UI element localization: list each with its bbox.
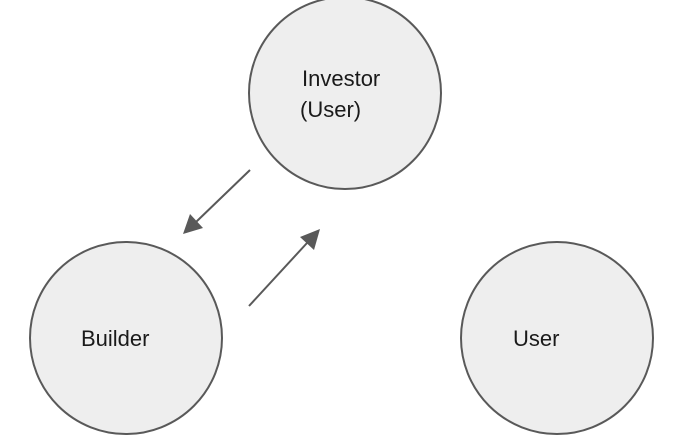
node-investor-label-line1: Investor (302, 66, 380, 91)
node-builder-label: Builder (81, 326, 149, 351)
node-builder-circle (29, 241, 223, 435)
arrow-investor-to-builder (183, 169, 251, 234)
node-user: User (460, 241, 654, 435)
arrow-investor-to-builder-shaft (195, 169, 251, 223)
node-user-circle (460, 241, 654, 435)
node-investor-circle (248, 0, 442, 190)
arrow-builder-to-investor (248, 229, 320, 307)
node-investor-label-line2: (User) (300, 97, 361, 122)
node-user-label: User (513, 326, 559, 351)
arrow-investor-to-builder-head (183, 214, 203, 234)
node-builder: Builder (29, 241, 223, 435)
node-investor: Investor (User) (248, 0, 442, 190)
arrow-builder-to-investor-head (300, 229, 320, 250)
arrow-builder-to-investor-shaft (248, 242, 308, 307)
